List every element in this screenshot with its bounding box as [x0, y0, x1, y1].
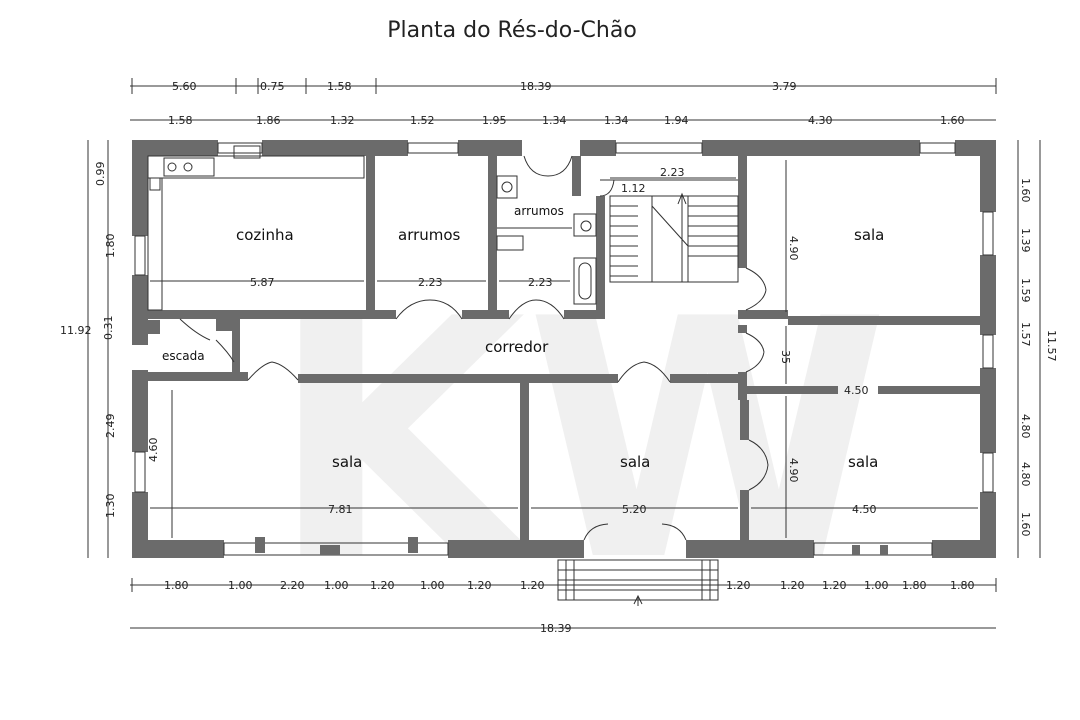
- dim-left-inner-2: 0.31: [102, 316, 115, 341]
- dim-bottom-outer: 18.39: [540, 622, 572, 635]
- kitchen-fixtures: [147, 145, 365, 311]
- plan-title: Planta do Rés-do-Chão: [387, 18, 637, 43]
- dim-wc-width: 2.23: [528, 276, 553, 289]
- dim-top-inner-3: 1.52: [410, 114, 435, 127]
- dim-left-inner-1: 1.80: [104, 234, 117, 259]
- wc-fixtures: [496, 175, 597, 305]
- dim-top-inner-2: 1.32: [330, 114, 355, 127]
- doors: [179, 155, 769, 541]
- dim-sala-se-width: 4.50: [852, 503, 877, 516]
- dim-top-outer-1: 0.75: [260, 80, 285, 93]
- dim-bottom-inner-8: 1.20: [726, 579, 751, 592]
- dim-sala-ne-height: 4.90: [787, 236, 800, 261]
- dim-left-inner-0: 0.99: [94, 162, 107, 187]
- dim-sala-w-height: 4.60: [147, 438, 160, 463]
- dim-sala-se-height: 4.90: [787, 458, 800, 483]
- dim-top-inner-7: 1.94: [664, 114, 689, 127]
- dim-left-inner-3: 2.49: [104, 414, 117, 439]
- dim-left-inner-4: 1.30: [104, 494, 117, 519]
- walls: [132, 140, 996, 558]
- room-label-sala-w: sala: [332, 453, 362, 471]
- dim-storage-width: 2.23: [418, 276, 443, 289]
- dim-bottom-inner-2: 2.20: [280, 579, 305, 592]
- room-label-sala-ne: sala: [854, 226, 884, 244]
- dim-top-inner-0: 1.58: [168, 114, 193, 127]
- dim-bottom-inner-3: 1.00: [324, 579, 349, 592]
- dim-bottom-inner-0: 1.80: [164, 579, 189, 592]
- dim-sala-c-width: 5.20: [622, 503, 647, 516]
- dim-top-inner-8: 4.30: [808, 114, 833, 127]
- dim-right-inner-0: 1.60: [1019, 178, 1032, 203]
- dim-right-inner-1: 1.39: [1019, 228, 1032, 253]
- dim-left-outer: 11.92: [60, 324, 92, 337]
- windows: [134, 142, 994, 556]
- dim-right-inner-4: 4.80: [1019, 414, 1032, 439]
- dim-bottom-inner-1: 1.00: [228, 579, 253, 592]
- dim-sala-w-width: 7.81: [328, 503, 353, 516]
- room-label-arrumos: arrumos: [398, 226, 461, 244]
- dim-top-inner-4: 1.95: [482, 114, 507, 127]
- dim-bottom-inner-12: 1.80: [902, 579, 927, 592]
- dim-top-inner-5: 1.34: [542, 114, 567, 127]
- room-label-sala-c: sala: [620, 453, 650, 471]
- dim-kitchen-width: 5.87: [250, 276, 275, 289]
- dim-right-inner-6: 1.60: [1019, 512, 1032, 537]
- dim-bottom-inner-7: 1.20: [520, 579, 545, 592]
- dim-right-inner-5: 4.80: [1019, 462, 1032, 487]
- dim-right-inner-3: 1.57: [1019, 322, 1032, 347]
- dim-top-inner-1: 1.86: [256, 114, 281, 127]
- dim-bottom-inner-13: 1.80: [950, 579, 975, 592]
- exterior-dimension-lines: [87, 78, 1041, 629]
- dim-top-outer-4: 3.79: [772, 80, 797, 93]
- room-label-cozinha: cozinha: [236, 226, 294, 244]
- entrance-steps: [557, 559, 719, 606]
- staircase: [600, 179, 739, 283]
- dim-bottom-inner-6: 1.20: [467, 579, 492, 592]
- dim-bottom-inner-11: 1.00: [864, 579, 889, 592]
- dim-top-outer-2: 1.58: [327, 80, 352, 93]
- dim-top-inner-9: 1.60: [940, 114, 965, 127]
- dim-right-inner-2: 1.59: [1019, 278, 1032, 303]
- dim-top-inner-6: 1.34: [604, 114, 629, 127]
- room-label-sala-se: sala: [848, 453, 878, 471]
- room-label-escada: escada: [162, 349, 205, 363]
- dim-stair-width: 2.23: [660, 166, 685, 179]
- room-label-corredor: corredor: [485, 338, 549, 356]
- dim-bottom-inner-4: 1.20: [370, 579, 395, 592]
- dim-stair-small: 1.12: [621, 182, 646, 195]
- dim-mid-small: 35: [779, 350, 792, 364]
- dim-top-outer-3: 18.39: [520, 80, 552, 93]
- dim-bottom-inner-10: 1.20: [822, 579, 847, 592]
- interior-dimension-lines: [150, 160, 978, 538]
- watermark-logo: KW: [270, 249, 890, 633]
- room-label-arrumos-small: arrumos: [514, 204, 564, 218]
- dim-bottom-inner-5: 1.00: [420, 579, 445, 592]
- dim-right-outer: 11.57: [1045, 330, 1058, 362]
- dim-top-outer-0: 5.60: [172, 80, 197, 93]
- dim-sala-e-width: 4.50: [844, 384, 869, 397]
- dim-bottom-inner-9: 1.20: [780, 579, 805, 592]
